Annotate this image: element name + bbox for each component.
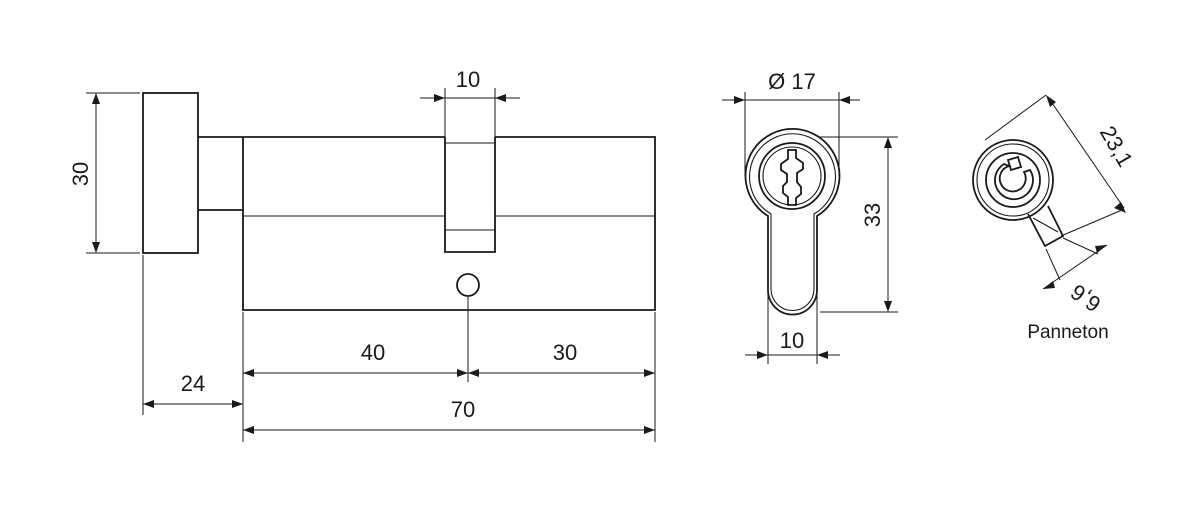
cam-outer-inner-circle [976, 143, 1050, 217]
cam-key-notch [1006, 155, 1023, 172]
side-view: 30 10 40 30 24 70 [68, 67, 656, 442]
cam-view: 23,1 6,6 Panneton [972, 94, 1138, 343]
profile-inner-outline [749, 133, 836, 312]
plug-inner-circle [762, 146, 822, 206]
knob-shaft [198, 136, 243, 211]
dim-profile-height: 33 [860, 203, 885, 227]
cam-key-opening [994, 162, 1034, 201]
dim-knob-height: 30 [68, 162, 93, 186]
cam-ring [985, 152, 1041, 208]
cam-outer-circle [972, 139, 1054, 221]
dim-profile-height-lines [820, 136, 898, 313]
dim-total-length: 70 [451, 397, 475, 422]
dim-diameter: Ø 17 [768, 69, 816, 94]
cam-arm [1027, 205, 1065, 248]
screw-hole [456, 273, 480, 297]
dim-cam-radius: 23,1 [1095, 121, 1138, 171]
cylinder-body [242, 136, 656, 311]
dim-cam-width-lines [1042, 237, 1108, 290]
knob [142, 92, 199, 254]
dim-cam-radius-lines [984, 94, 1125, 237]
dim-cam-width: 6,6 [1066, 279, 1105, 317]
extension-lines [142, 255, 656, 442]
profile-outline [744, 128, 841, 316]
dim-length-right: 30 [553, 340, 577, 365]
dim-cam-slot-width: 10 [456, 67, 480, 92]
dim-knob-offset: 24 [181, 371, 205, 396]
dim-profile-width: 10 [780, 328, 804, 353]
cam-caption: Panneton [1027, 322, 1108, 343]
cam-arm-detail [1032, 217, 1059, 233]
keyway-icon [780, 149, 804, 206]
cam-slot-inner [445, 142, 495, 231]
dim-length-left: 40 [361, 340, 385, 365]
plug-circle [758, 142, 826, 210]
cam-slot [444, 137, 496, 253]
dim-knob-height-lines [86, 92, 140, 254]
profile-view: Ø 17 33 10 [722, 69, 898, 364]
